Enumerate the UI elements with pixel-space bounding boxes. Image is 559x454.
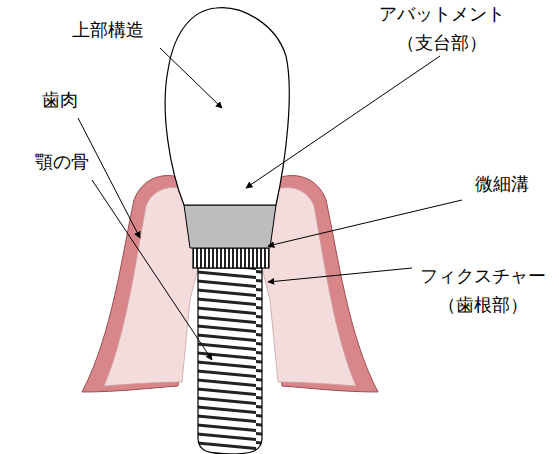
fixture [198,268,262,454]
leader-line [268,200,462,246]
part-label: 顎の骨 [22,148,102,177]
gum-left [82,176,198,392]
abutment [184,205,276,248]
crown [165,8,289,205]
micro-groove [193,248,269,268]
leader-line [268,268,412,282]
part-label: フィクスチャー （歯根部） [410,262,555,320]
leader-line [92,180,212,360]
part-label: 歯肉 [30,86,90,115]
part-label: 微細溝 [462,170,542,199]
part-label: 上部構造 [58,16,158,45]
part-label: アバットメント （支台部） [372,0,512,58]
leader-line [78,118,140,238]
leader-line [160,48,222,108]
gum-right [262,176,378,392]
leader-lines [78,48,462,360]
leader-line [246,56,440,188]
